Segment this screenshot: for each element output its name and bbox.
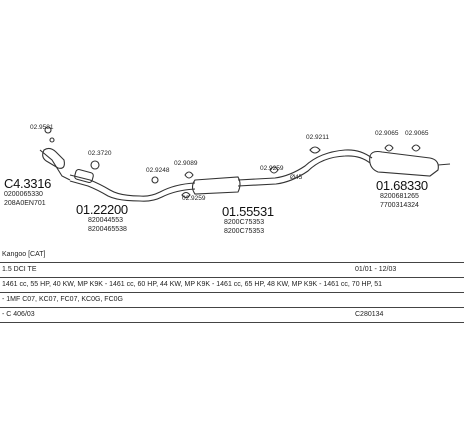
oem-number: 820044553 bbox=[88, 217, 124, 224]
oem-number: 8200C75353 bbox=[224, 219, 265, 226]
info-cell: Kangoo [CAT] bbox=[2, 251, 46, 258]
oem-number: 0200065330 bbox=[4, 191, 43, 198]
rear-pipe-outline bbox=[237, 155, 371, 187]
clamp bbox=[151, 176, 159, 184]
oem-number: 8200465538 bbox=[88, 226, 127, 233]
part-number: 01.55531 bbox=[222, 204, 274, 219]
info-cell: C280134 bbox=[355, 311, 384, 318]
small-part-label: 02.9089 bbox=[174, 160, 198, 167]
middle-silencer bbox=[191, 176, 241, 195]
part-number: 01.68330 bbox=[376, 178, 428, 193]
hanger bbox=[184, 171, 194, 179]
manifold-flange bbox=[42, 147, 65, 169]
oem-number: 208A0EN701 bbox=[4, 200, 46, 207]
part-number: 01.22200 bbox=[76, 202, 128, 217]
hanger bbox=[309, 146, 321, 154]
small-part-label: 02.9065 bbox=[405, 130, 429, 137]
front-pipe-outline bbox=[69, 180, 141, 202]
hanger bbox=[411, 144, 421, 152]
small-part-label: Ø45 bbox=[290, 174, 303, 181]
info-cell: - C 406/03 bbox=[2, 311, 35, 318]
oem-number: 8200C75353 bbox=[224, 228, 265, 235]
flex-section bbox=[74, 168, 94, 184]
centre-pipe bbox=[139, 182, 196, 197]
centre-pipe-outline bbox=[139, 188, 196, 202]
hanger bbox=[269, 166, 279, 174]
bolt bbox=[49, 137, 55, 143]
bolt bbox=[44, 126, 52, 134]
info-cell: 1461 cc, 55 HP, 40 KW, MP K9K - 1461 cc,… bbox=[2, 281, 383, 288]
oem-number: 8200681265 bbox=[380, 193, 419, 200]
exhaust-diagram: C4.3316 0200065330 208A0EN701 01.22200 8… bbox=[4, 124, 451, 235]
info-cell: 01/01 - 12/03 bbox=[355, 266, 397, 273]
exhaust-drawing bbox=[39, 126, 451, 202]
small-part-label: 02.9259 bbox=[260, 165, 284, 172]
info-row: 1461 cc, 55 HP, 40 KW, MP K9K - 1461 cc,… bbox=[0, 278, 464, 293]
info-row: Kangoo [CAT] bbox=[0, 248, 464, 263]
small-part-label: 02.9211 bbox=[306, 134, 330, 141]
rear-silencer bbox=[369, 150, 439, 177]
info-row: 1.5 DCI TE 01/01 - 12/03 bbox=[0, 263, 464, 278]
clamp bbox=[90, 160, 100, 170]
small-part-label: 02.9581 bbox=[30, 124, 54, 131]
info-row: - C 406/03 C280134 bbox=[0, 308, 464, 323]
info-cell: 1.5 DCI TE bbox=[2, 266, 37, 273]
info-row: - 1MF C07, KC07, FC07, KC0G, FC0G bbox=[0, 293, 464, 308]
hanger bbox=[384, 144, 394, 152]
small-part-label: 02.9065 bbox=[375, 130, 399, 137]
small-part-label: 02.9259 bbox=[182, 195, 206, 202]
front-pipe bbox=[69, 174, 141, 197]
small-part-label: 02.9248 bbox=[146, 167, 170, 174]
small-part-label: 02.3720 bbox=[88, 150, 112, 157]
info-cell: - 1MF C07, KC07, FC07, KC0G, FC0G bbox=[2, 296, 123, 303]
tailpipe bbox=[437, 163, 451, 166]
rear-pipe bbox=[237, 149, 373, 181]
oem-number: 7700314324 bbox=[380, 202, 419, 209]
part-number: C4.3316 bbox=[4, 176, 52, 191]
hanger bbox=[181, 191, 191, 199]
